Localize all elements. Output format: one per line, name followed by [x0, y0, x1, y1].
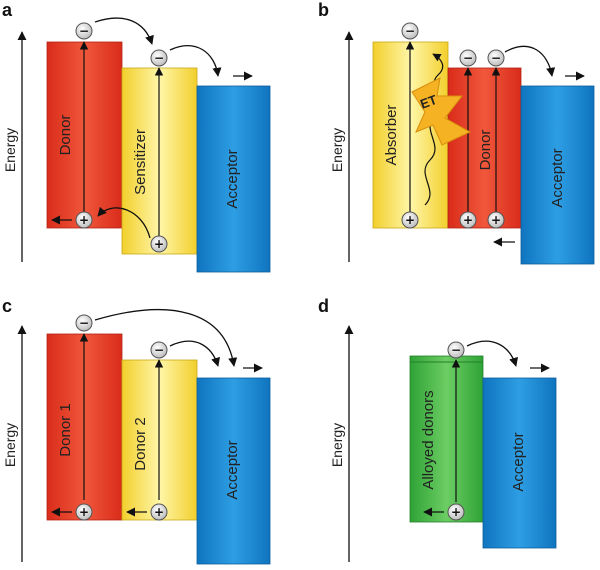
panel-c: c Energy Donor 1 Donor 2 Acceptor − − + [2, 296, 271, 565]
panel-b-donor-box [447, 67, 522, 229]
panel-b-donor-label: Donor [477, 130, 494, 171]
panel-a-donor-electron: − [75, 22, 93, 40]
panel-d-hole: + [447, 503, 465, 521]
svg-text:−: − [463, 51, 473, 65]
panel-d-electron: − [447, 341, 465, 359]
svg-text:−: − [405, 24, 415, 38]
svg-text:−: − [79, 24, 89, 38]
panel-c-donor2-label: Donor 2 [132, 417, 149, 470]
panel-b-energy-label: Energy [329, 128, 345, 172]
panel-a-donor-label: Donor [57, 115, 74, 156]
panel-c-donor2-transfer-arrow [169, 340, 220, 367]
panel-b-acceptor-label: Acceptor [549, 148, 566, 207]
panel-a-energy-label: Energy [2, 128, 18, 172]
panel-a: a Energy Donor Sensitizer Acceptor − − + [2, 0, 271, 273]
svg-text:+: + [463, 213, 473, 227]
panel-b-donor-electron-1: − [459, 49, 477, 67]
svg-text:+: + [79, 213, 89, 227]
panel-d-alloyed-box [409, 355, 484, 523]
svg-text:+: + [451, 505, 461, 519]
panel-c-label: c [2, 296, 12, 316]
panel-a-sensitizer-electron: − [150, 49, 168, 67]
panel-a-acceptor-label: Acceptor [224, 149, 241, 208]
panel-a-donor-hole: + [75, 211, 93, 229]
svg-text:+: + [154, 505, 164, 519]
panel-a-acceptor-box [196, 85, 271, 273]
panel-d-alloyed-label: Alloyed donors [420, 390, 437, 489]
panel-a-sensitizer-hole: + [150, 235, 168, 253]
panel-d-acceptor-label: Acceptor [510, 432, 527, 491]
panel-b-label: b [318, 0, 329, 20]
svg-text:+: + [154, 237, 164, 251]
panel-c-donor1-label: Donor 1 [57, 403, 74, 456]
panel-b: b Energy Absorber Donor Acceptor ET − − [318, 0, 595, 265]
panel-a-hole-transfer-arrow [97, 206, 151, 239]
panel-b-donor-electron-2: − [487, 49, 505, 67]
panel-a-sensitizer-label: Sensitizer [132, 129, 149, 195]
panel-c-donor2-electron: − [150, 341, 168, 359]
panel-a-electron-transfer-arrow [94, 17, 154, 45]
panel-c-donor1-transfer-arrow [94, 309, 238, 367]
panel-c-energy-label: Energy [2, 423, 18, 467]
panel-d-acceptor-box [482, 377, 557, 549]
panel-a-label: a [2, 0, 13, 20]
panel-c-acceptor-box [196, 377, 271, 565]
svg-text:+: + [405, 213, 415, 227]
panel-d-energy-label: Energy [329, 423, 345, 467]
svg-text:−: − [154, 343, 164, 357]
panel-c-donor1-electron: − [75, 314, 93, 332]
panel-b-acceptor-box [520, 85, 595, 265]
panel-b-et-label: ET [418, 92, 439, 112]
panel-b-absorber-label: Absorber [383, 105, 400, 166]
panel-b-absorber-electron: − [401, 22, 419, 40]
panel-c-acceptor-label: Acceptor [224, 440, 241, 499]
panel-c-donor1-hole: + [75, 503, 93, 521]
svg-text:−: − [154, 51, 164, 65]
svg-text:+: + [491, 213, 501, 227]
panel-a-acceptor-transfer-arrow [169, 45, 222, 77]
panel-d: d Energy Alloyed donors Acceptor − + [318, 296, 557, 562]
panel-b-absorber-hole: + [401, 211, 419, 229]
panel-b-donor-hole-1: + [459, 211, 477, 229]
svg-text:+: + [79, 505, 89, 519]
panel-b-energy-transfer-bolt: ET [411, 77, 472, 146]
panel-c-donor2-hole: + [150, 503, 168, 521]
panel-d-label: d [318, 296, 329, 316]
svg-text:−: − [491, 51, 501, 65]
panel-b-electron-transfer-arrow [504, 45, 556, 77]
panel-d-electron-transfer-arrow [466, 340, 518, 367]
svg-text:−: − [79, 316, 89, 330]
svg-text:−: − [451, 343, 461, 357]
panel-b-donor-hole-2: + [487, 211, 505, 229]
